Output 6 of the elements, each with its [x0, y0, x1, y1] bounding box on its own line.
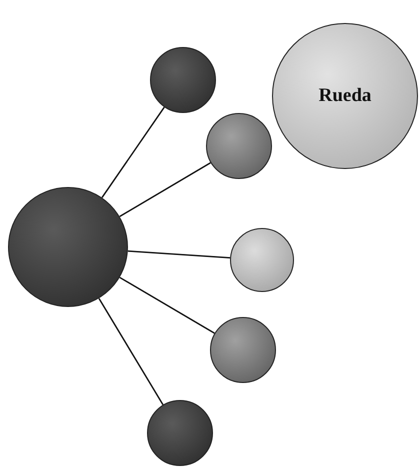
connector-line	[101, 106, 165, 198]
node-label: Rueda	[318, 85, 372, 107]
connector-line	[128, 250, 230, 259]
connector-line	[119, 276, 215, 334]
connector-line	[119, 162, 211, 218]
connector-line	[98, 298, 164, 406]
